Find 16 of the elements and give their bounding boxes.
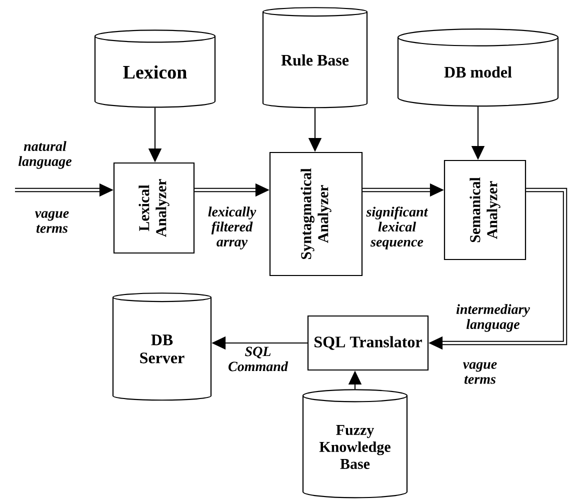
process-box: SQL Translator xyxy=(307,315,429,371)
edge-label: significant lexical sequence xyxy=(366,206,428,250)
database-cylinder: DB model xyxy=(397,28,559,107)
process-box: Syntagmatical Analyzer xyxy=(269,152,363,276)
note-label: vague terms xyxy=(463,362,497,384)
edge-label: intermediary language xyxy=(456,304,530,332)
note-label: vague terms xyxy=(35,211,69,233)
edge-label: lexically filtered array xyxy=(208,206,256,250)
database-cylinder: Fuzzy Knowledge Base xyxy=(302,389,408,498)
database-cylinder: DB Server xyxy=(112,292,212,401)
process-box: Semanical Analyzer xyxy=(444,160,526,260)
process-box: Lexical Analyzer xyxy=(113,162,195,254)
edge-label: SQL Command xyxy=(228,346,288,372)
database-cylinder: Lexicon xyxy=(94,30,216,108)
database-cylinder: Rule Base xyxy=(262,7,368,108)
edge-label: natural language xyxy=(18,141,72,169)
